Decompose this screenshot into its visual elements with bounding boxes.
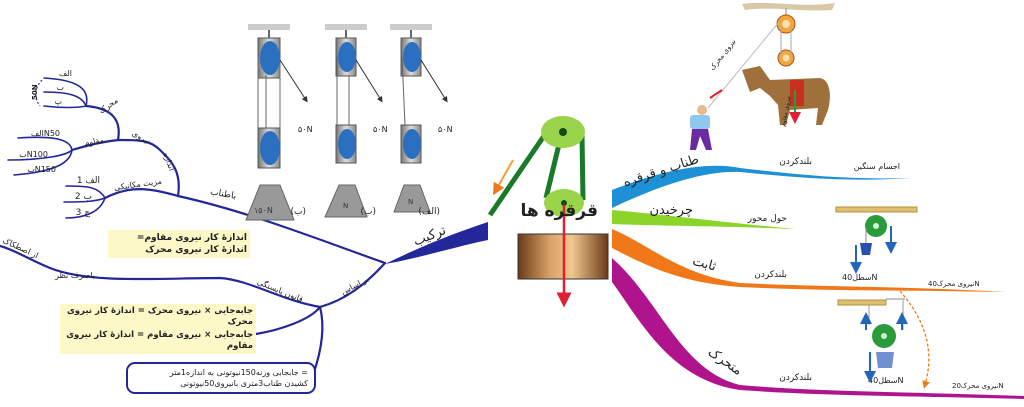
advantage-item-2: ب 2 [75, 192, 92, 202]
label-with-rope: باطناب [209, 187, 237, 201]
branch-label-rotate: چرخیدن [649, 203, 693, 218]
formula-effort: جابه‌جایی × نیروی محرک = اندازهٔ کار نیر… [66, 306, 253, 327]
horse-pulley-illustration: نیروی مقاوم نیروی محرک [690, 2, 835, 150]
fixed-bucket-label: سطل40N [842, 273, 878, 282]
label-size: اندازه [161, 151, 176, 172]
pulley-figure-2-strands: ۵۰N N [324, 24, 388, 218]
fixed-effort-label: نیروی محرک40N [928, 280, 980, 288]
pulley-figure-label: (ب) [361, 207, 377, 217]
pulley-weight-label: ۱۵۰N [254, 206, 273, 215]
pulley-figures: ۵۰N ۱۵۰N (ب) ۵۰N N (ب) ۵۰N N (الف) [245, 24, 453, 221]
label-force: نیروی [131, 129, 152, 146]
movable-bucket-label: سطل40N [868, 376, 904, 385]
rotate-sub-axis: حول محور [747, 214, 787, 224]
central-pulley-illustration: قرقره ها [487, 116, 609, 308]
advantage-item-1: الف 1 [77, 176, 100, 186]
pulley-force-label: ۵۰N [438, 125, 453, 134]
movable-sub-lift: بلندکردن [779, 373, 812, 383]
label-resist: مقاوم [84, 136, 105, 148]
effort-item-b: ب [56, 83, 64, 92]
rope-sub-lift: بلندکردن [779, 157, 812, 167]
formula-resist: جابه‌جایی × نیروی مقاوم = اندازهٔ کار نی… [66, 330, 253, 351]
resist-item-50: N50الف [31, 129, 60, 138]
example-line-1: = جابجایی وزنه150نیوتونی به اندازه1متر [169, 368, 308, 377]
rope-sub-heavy-objects: اجسام سنگین [854, 161, 900, 171]
work-formula-note: جابه‌جایی × نیروی محرک = اندازهٔ کار نیر… [60, 304, 256, 354]
resist-item-150: N150ب [27, 165, 56, 174]
pulley-figure-label: (الف) [418, 207, 440, 217]
branch-rope-and-pulley: طناب و قرقره بلندکردن اجسام سنگین [612, 152, 912, 208]
fixed-pulley-illustration [835, 206, 918, 274]
label-based-on: بر اساس [340, 274, 371, 296]
advantage-item-3: ج 3 [76, 208, 91, 218]
label-ignoring: باصرف نظر [54, 271, 95, 280]
branch-fixed-pulley: ثابت بلندکردن سطل40N نیروی محرک40N [612, 206, 1005, 292]
movable-effort-label: نیروی محرک20N [952, 382, 1004, 390]
pulley-figure-3-strands: ۵۰N ۱۵۰N [245, 24, 313, 221]
compare-dashed-arrow [899, 290, 930, 389]
pulley-weight-label: N [408, 198, 413, 206]
pulley-force-label: ۵۰N [373, 125, 388, 134]
pulley-figure-1-strand: ۵۰N N [390, 24, 453, 213]
resist-item-100: N100ب [19, 150, 48, 159]
example-line-2: کشیدن طناب3متری بانیروی50نیوتونی [180, 379, 308, 388]
branch-rotate: چرخیدن حول محور [612, 203, 795, 229]
work-equality-note: اندازهٔ کار نیروی مقاوم= اندازهٔ کار نیر… [108, 230, 250, 258]
effort-item-p: پ [54, 97, 62, 106]
central-title: قرقره ها [520, 201, 598, 221]
pulley-figure-label: (ب) [291, 207, 307, 217]
example-box: = جابجایی وزنه150نیوتونی به اندازه1متر ک… [126, 362, 316, 394]
fixed-sub-lift: بلندکردن [754, 270, 787, 280]
work-equality-text: اندازهٔ کار نیروی مقاوم= اندازهٔ کار نیر… [136, 233, 247, 255]
effort-value: 50N [31, 84, 39, 100]
pulley-force-label: ۵۰N [298, 125, 313, 134]
branch-label-fixed: ثابت [691, 254, 718, 275]
movable-pulley-illustration [837, 298, 908, 383]
pulley-weight-label: N [343, 202, 348, 210]
effort-item-a: الف [59, 69, 72, 78]
horse-effort-label: نیروی محرک [708, 37, 737, 71]
